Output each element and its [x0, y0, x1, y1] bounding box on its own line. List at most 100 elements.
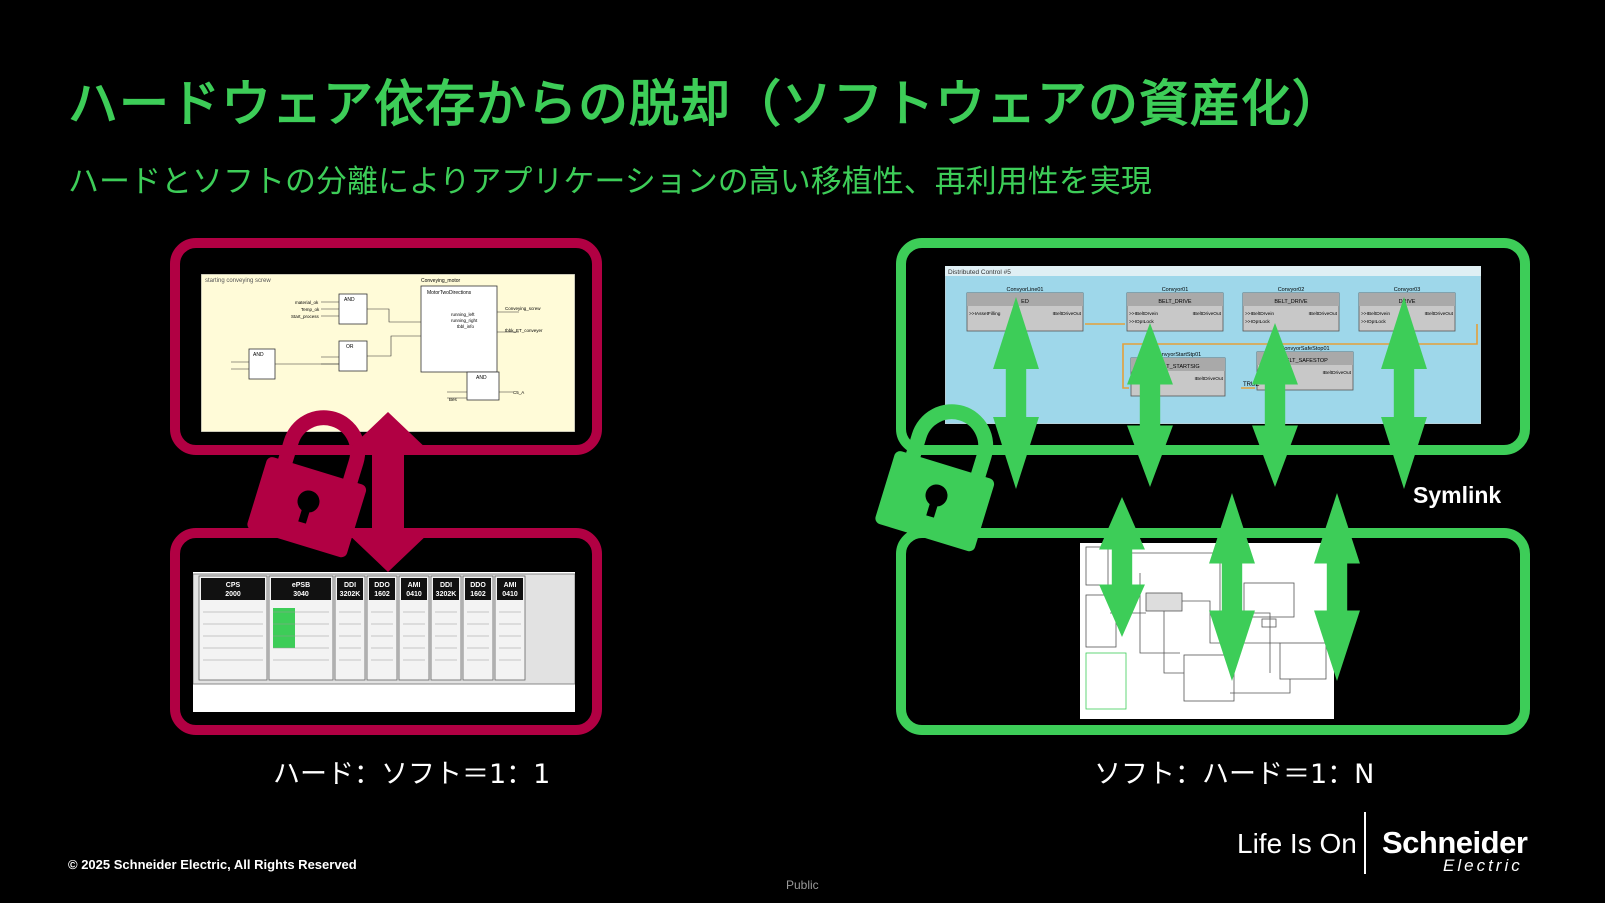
rack-module-label: 3202K — [340, 591, 361, 598]
rack-module: DDO 1602 — [366, 575, 398, 681]
rack-module: AMI 0410 — [494, 575, 526, 681]
rack-module-label: DDO — [470, 582, 486, 589]
dc-true-label: TRUE — [1243, 382, 1259, 388]
ladder-signal-bes: Bes — [449, 397, 458, 402]
ladder-signal-tbbk-et: tbbk_ET_conveyer — [505, 328, 543, 333]
rack-module-label: 2000 — [225, 591, 241, 598]
symlink-label: Symlink — [1413, 482, 1502, 508]
rack-module: DDO 1602 — [462, 575, 494, 681]
brand-logo-sub: Electric — [1443, 856, 1523, 875]
dc-block-pin: >>IBeltDrvein — [1361, 311, 1390, 317]
slide-subtitle: ハードとソフトの分離によりアプリケーションの高い移植性、再利用性を実現 — [68, 164, 1152, 200]
dc-block-pin: IBeltDriveOut — [1308, 311, 1337, 317]
hw-arrow-2-icon — [1209, 493, 1255, 681]
rack-module-label: CPS — [226, 582, 241, 589]
dc-block-pin: >>IOpILock — [1245, 319, 1270, 325]
ladder-block-and-3 — [466, 371, 500, 401]
brand-logo-name: Schneider — [1382, 825, 1528, 860]
copyright-text: © 2025 Schneider Electric, All Rights Re… — [68, 857, 357, 872]
brand-tagline: Life Is On — [1237, 828, 1357, 859]
red-double-arrow-icon — [346, 412, 430, 572]
ladder-signal-c5a: C5_A — [513, 390, 524, 395]
left-caption: ハード：ソフト＝1：1 — [273, 759, 551, 790]
dc-block-type: ED — [1021, 299, 1029, 305]
dc-header: Distributed Control #5 — [948, 269, 1011, 276]
rack-module: AMI 0410 — [398, 575, 430, 681]
symlink-arrow-2-icon — [1127, 323, 1173, 487]
dc-block-instance: Convyor02 — [1278, 287, 1305, 293]
ladder-block-and-3-label: AND — [476, 375, 487, 381]
dc-block-pin: >>IBeltDrvein — [1245, 311, 1274, 317]
rack-module-label: 0410 — [406, 591, 422, 598]
dc-block-pin: >>IOpILock — [1361, 319, 1386, 325]
ladder-diagram: starting conveying screw AND AND OR Conv… — [201, 274, 575, 432]
rack-module: DDI 3202K — [334, 575, 366, 681]
hw-arrow-1-icon — [1099, 497, 1145, 637]
dc-block-pin: IBeltDriveOut — [1194, 376, 1223, 382]
rack-module-label: 0410 — [502, 591, 518, 598]
symlink-arrows-upper — [993, 297, 1427, 489]
ladder-signal-material-ok: material_ok — [295, 300, 319, 305]
ladder-block-and-2-label: AND — [253, 352, 264, 358]
dc-block-pin: IBeltDriveOut — [1322, 370, 1351, 376]
brand-divider — [1364, 812, 1366, 874]
ladder-signal-running-left: running_left — [451, 312, 475, 317]
ladder-motor-instance: Conveying_motor — [421, 278, 461, 284]
symlink-arrows-lower — [1099, 493, 1360, 681]
symlink-arrow-4-icon — [1381, 297, 1427, 489]
ladder-motor-title: MotorTwoDirections — [427, 290, 472, 296]
dc-block-pin: IBeltDriveOut — [1052, 311, 1081, 317]
rack-module-label: 1602 — [374, 591, 390, 598]
ladder-signal-running-right: running_right — [451, 318, 478, 323]
hardware-frame-right — [896, 528, 1530, 735]
dc-block-type: DRIVE — [1399, 299, 1416, 305]
rack-module-label: DDI — [344, 582, 356, 589]
dc-block-pin: >>IAssetFilling — [969, 311, 1001, 317]
symlink-arrow-3-icon — [1252, 323, 1298, 487]
ladder-wiring — [231, 301, 519, 399]
ladder-signal-temp-ok: Temp_ok — [301, 307, 320, 312]
right-caption: ソフト：ハード＝1：N — [1094, 759, 1375, 790]
dc-block-pin: IBeltDriveOut — [1424, 311, 1453, 317]
classification-label: Public — [786, 878, 819, 892]
slide-title: ハードウェア依存からの脱却（ソフトウェアの資産化） — [68, 75, 1343, 133]
dc-block-pin: >>IBeltDrvein — [1129, 311, 1158, 317]
rack-module-label: DDI — [440, 582, 452, 589]
symlink-arrow-1-icon — [993, 297, 1039, 489]
rack-module-label: AMI — [408, 582, 421, 589]
dc-block-instance: Convyor03 — [1394, 287, 1421, 293]
ladder-block-and-1 — [338, 293, 368, 325]
rack-module: CPS 2000 — [198, 575, 268, 681]
dc-block-type: BELT_DRIVE — [1158, 299, 1192, 305]
dc-block-instance: ConvyorStartStp01 — [1155, 352, 1201, 358]
ladder-block-or-label: OR — [346, 344, 354, 350]
ladder-signal-tbbl-info: tbbl_info — [457, 324, 475, 329]
dc-block-type: BELT_STARTSIG — [1156, 364, 1199, 370]
dc-block-instance: ConvyorLine01 — [1007, 287, 1044, 293]
rack-module-label: 1602 — [470, 591, 486, 598]
dc-block-instance: Convyor01 — [1162, 287, 1189, 293]
dc-block-type: BELT_SAFESTOP — [1282, 358, 1328, 364]
software-frame-right — [896, 238, 1530, 455]
ladder-header: starting conveying screw — [205, 278, 271, 284]
ladder-signal-conveying-screw: Conveying_screw — [505, 306, 541, 311]
rack-module-label: AMI — [504, 582, 517, 589]
ladder-block-and-1-label: AND — [344, 297, 355, 303]
dc-block-type: BELT_DRIVE — [1274, 299, 1308, 305]
dc-block-pin: >>IOpILock — [1129, 319, 1154, 325]
ladder-signal-start-process: Start_process — [291, 314, 320, 319]
rack-module-label: 3202K — [436, 591, 457, 598]
hw-arrow-3-icon — [1314, 493, 1360, 681]
rack-module-label: DDO — [374, 582, 390, 589]
rack-module-label: 3040 — [293, 591, 309, 598]
padlock-green-icon — [875, 404, 995, 552]
dc-block-pin: IBeltDriveOut — [1192, 311, 1221, 317]
rack-module: DDI 3202K — [430, 575, 462, 681]
ladder-motor-block — [420, 285, 498, 373]
